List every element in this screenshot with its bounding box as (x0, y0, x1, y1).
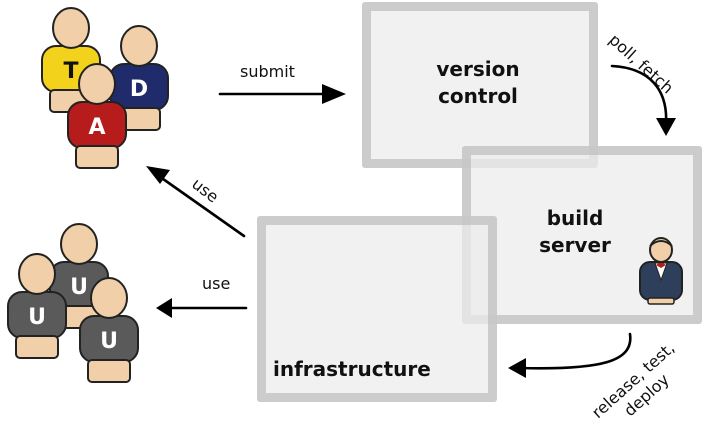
version-control-label: version control (400, 56, 556, 110)
team-letter: A (88, 115, 105, 140)
release-arrow (518, 332, 632, 370)
user-3: U (74, 276, 144, 386)
user-letter: U (70, 275, 88, 300)
team-letter: D (130, 77, 148, 102)
infrastructure-label: infrastructure (273, 357, 431, 381)
user-2: U (2, 252, 72, 362)
submit-label: submit (240, 62, 295, 81)
team-letter: T (63, 59, 78, 84)
use-lower-label: use (202, 274, 231, 293)
infrastructure-box (257, 216, 497, 402)
team-member-a: A (62, 62, 132, 172)
submit-arrow-head (322, 84, 346, 104)
use-upper-arrow (154, 172, 246, 238)
build-server-label: build server (520, 205, 630, 259)
version-control-line2: control (438, 84, 518, 108)
build-server-line2: server (539, 233, 611, 257)
build-server-line1: build (546, 206, 604, 230)
butler-icon (636, 236, 686, 306)
poll-fetch-arrow (610, 64, 668, 126)
arrows-layer (146, 64, 676, 378)
release-arrow-head (508, 358, 526, 378)
use-upper-arrow-head (146, 166, 170, 184)
ci-diagram: version control build server infrastruct… (2, 2, 702, 422)
user-letter: U (28, 305, 46, 330)
use-lower-arrow-head (156, 298, 172, 318)
user-letter: U (100, 329, 118, 354)
poll-fetch-arrow-head (656, 118, 676, 136)
version-control-line1: version (436, 57, 520, 81)
version-control-box (362, 2, 598, 168)
